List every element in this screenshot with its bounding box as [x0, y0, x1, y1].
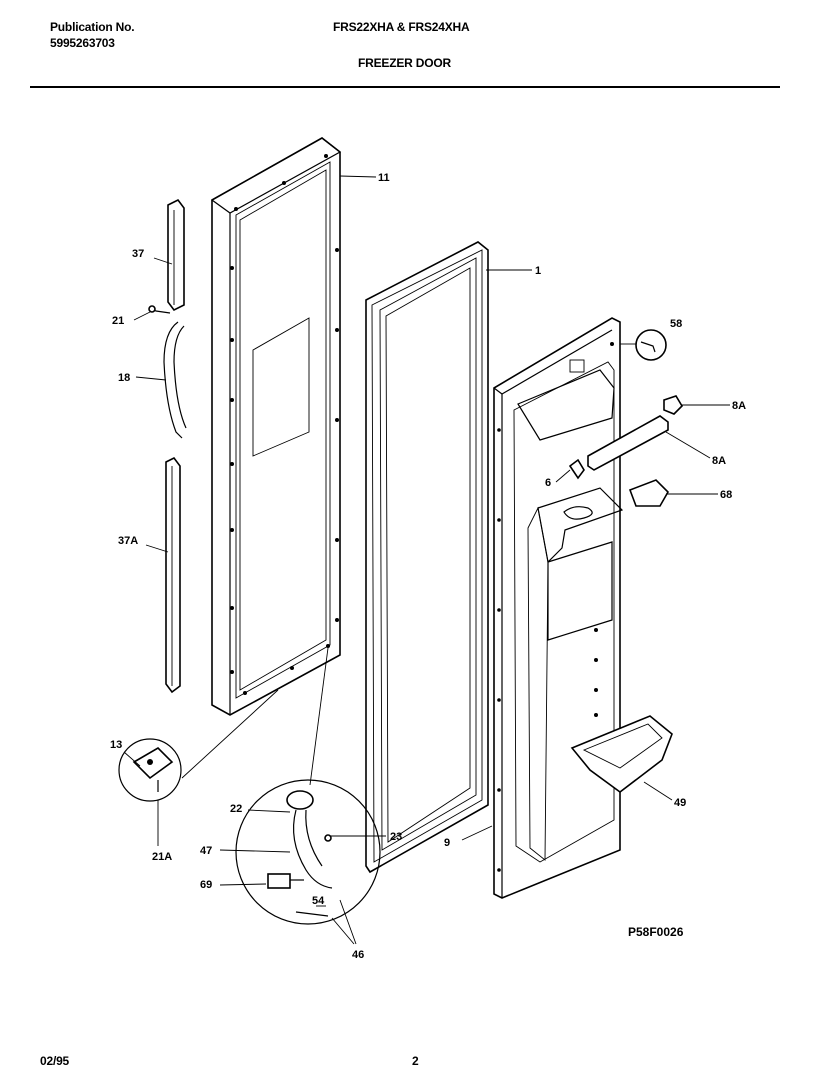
footer-page-number: 2 — [412, 1054, 419, 1068]
callout-68: 68 — [720, 489, 732, 501]
publication-label: Publication No. — [50, 20, 135, 34]
model-numbers: FRS22XHA & FRS24XHA — [333, 20, 470, 34]
section-title: FREEZER DOOR — [358, 56, 451, 70]
callout-1: 1 — [535, 265, 541, 277]
footer-date: 02/95 — [40, 1054, 70, 1068]
callout-37a: 37A — [118, 535, 138, 547]
callout-46: 46 — [352, 949, 364, 961]
door-panel-part — [210, 137, 342, 716]
callout-8a-top: 8A — [732, 400, 746, 412]
callout-47: 47 — [200, 845, 212, 857]
publication-number: 5995263703 — [50, 36, 115, 50]
callout-6: 6 — [545, 477, 551, 489]
callout-49: 49 — [674, 797, 686, 809]
callout-8a-mid: 8A — [712, 455, 726, 467]
callout-labels: 11 1 37 21 18 37A 58 8A 8A 6 68 13 21A 2… — [110, 172, 746, 961]
callout-22: 22 — [230, 803, 242, 815]
callout-11: 11 — [378, 172, 390, 184]
callout-54: 54 — [312, 895, 325, 907]
door-gasket-part — [365, 241, 489, 874]
handle-parts — [118, 198, 684, 925]
header-rule — [30, 86, 780, 88]
callout-21a: 21A — [152, 851, 172, 863]
callout-37: 37 — [132, 248, 144, 260]
door-outer-part — [493, 317, 624, 899]
diagram-code: P58F0026 — [628, 925, 684, 939]
callout-21: 21 — [112, 315, 124, 327]
callout-58: 58 — [670, 318, 682, 330]
callout-69: 69 — [200, 879, 212, 891]
callout-23: 23 — [390, 831, 402, 843]
callout-9: 9 — [444, 837, 450, 849]
leader-lines — [123, 175, 730, 945]
callout-13: 13 — [110, 739, 122, 751]
callout-18: 18 — [118, 372, 130, 384]
